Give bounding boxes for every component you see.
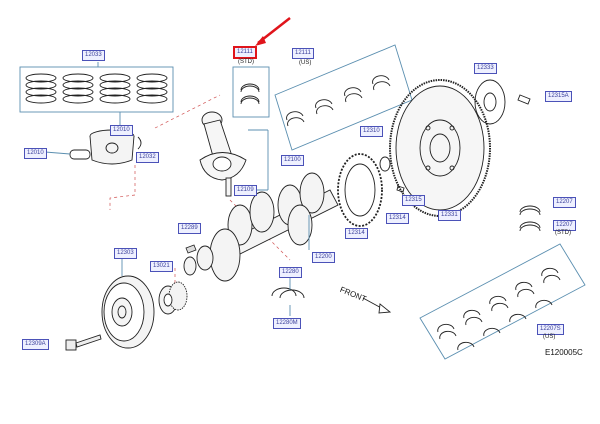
snap-ring bbox=[137, 136, 142, 150]
callout-sprocket[interactable]: 13021 bbox=[150, 261, 173, 272]
callout-crankshaft[interactable]: 12200 bbox=[312, 252, 335, 263]
callout-snap-ring[interactable]: 12032 bbox=[136, 152, 159, 163]
conrod-bolt bbox=[225, 177, 232, 197]
callout-key[interactable]: 12289 bbox=[178, 223, 201, 234]
pulley-bolt bbox=[65, 334, 102, 351]
reinforcement-plate bbox=[474, 79, 531, 125]
note-rod-bearing-std: (STD) bbox=[238, 59, 254, 65]
callout-conrod-bolt[interactable]: 12109 bbox=[234, 185, 257, 196]
callout-rod-bearing-std[interactable]: 12111 bbox=[233, 46, 257, 59]
piston-group bbox=[44, 129, 142, 165]
callout-flywheel-bolt[interactable]: 12315A bbox=[545, 91, 572, 102]
note-rod-bearing-us: (US) bbox=[299, 60, 312, 66]
callout-thrust-bearing-1[interactable]: 12280 bbox=[279, 267, 302, 278]
callout-conrod-assy[interactable]: 12100 bbox=[281, 155, 304, 166]
rod-bearing-std-group bbox=[232, 66, 270, 118]
callout-main-bearing-std-1[interactable]: 12207 bbox=[553, 197, 576, 208]
callout-piston-pin[interactable]: 12010 bbox=[110, 125, 133, 136]
signal-plate bbox=[337, 153, 383, 227]
main-bearing-std bbox=[519, 205, 541, 232]
crank-sprocket bbox=[158, 281, 188, 315]
piston-ring-set-1 bbox=[25, 73, 57, 104]
main-bearing-us-group bbox=[419, 243, 586, 360]
callout-pulley[interactable]: 12303 bbox=[114, 248, 137, 259]
connecting-rod bbox=[199, 111, 269, 197]
callout-piston-assy[interactable]: 12010 bbox=[24, 148, 47, 159]
note-main-bearing-us: (US) bbox=[543, 334, 556, 340]
highlight-arrow bbox=[255, 17, 291, 46]
callout-signal-plate[interactable]: 12314 bbox=[345, 228, 368, 239]
callout-pulley-bolt[interactable]: 12309A bbox=[22, 339, 49, 350]
note-main-bearing-std: (STD) bbox=[555, 230, 571, 236]
crank-pulley bbox=[101, 258, 155, 349]
callout-ring-gear-plate[interactable]: 12314 bbox=[386, 213, 409, 224]
callout-flywheel[interactable]: 12331 bbox=[438, 210, 461, 221]
piston-ring-set-4 bbox=[136, 73, 168, 104]
callout-main-bearing-us[interactable]: 12207S bbox=[537, 324, 564, 335]
callout-reinforce-plate[interactable]: 12333 bbox=[474, 63, 497, 74]
figure-code: E120005C bbox=[545, 348, 583, 357]
callout-piston-rings[interactable]: 12033 bbox=[82, 50, 105, 61]
callout-rod-bearing-us[interactable]: 12111 bbox=[292, 48, 314, 59]
front-direction-arrow bbox=[362, 297, 392, 314]
crank-key bbox=[185, 244, 197, 254]
callout-ring-gear-bolt[interactable]: 12315 bbox=[402, 195, 425, 206]
pilot-bush bbox=[379, 156, 405, 193]
piston-rings-group bbox=[19, 62, 174, 125]
crankshaft bbox=[183, 172, 339, 282]
callout-pilot-bush[interactable]: 12310 bbox=[360, 126, 383, 137]
piston-ring-set-2 bbox=[62, 73, 94, 104]
flywheel-bolt bbox=[517, 94, 531, 105]
callout-main-bearing-std-2[interactable]: 12207 bbox=[553, 220, 576, 231]
thrust-bearings bbox=[271, 278, 305, 316]
callout-thrust-bearing-2[interactable]: 12280M bbox=[273, 318, 301, 329]
piston-pin bbox=[69, 149, 91, 160]
piston-ring-set-3 bbox=[99, 73, 131, 104]
